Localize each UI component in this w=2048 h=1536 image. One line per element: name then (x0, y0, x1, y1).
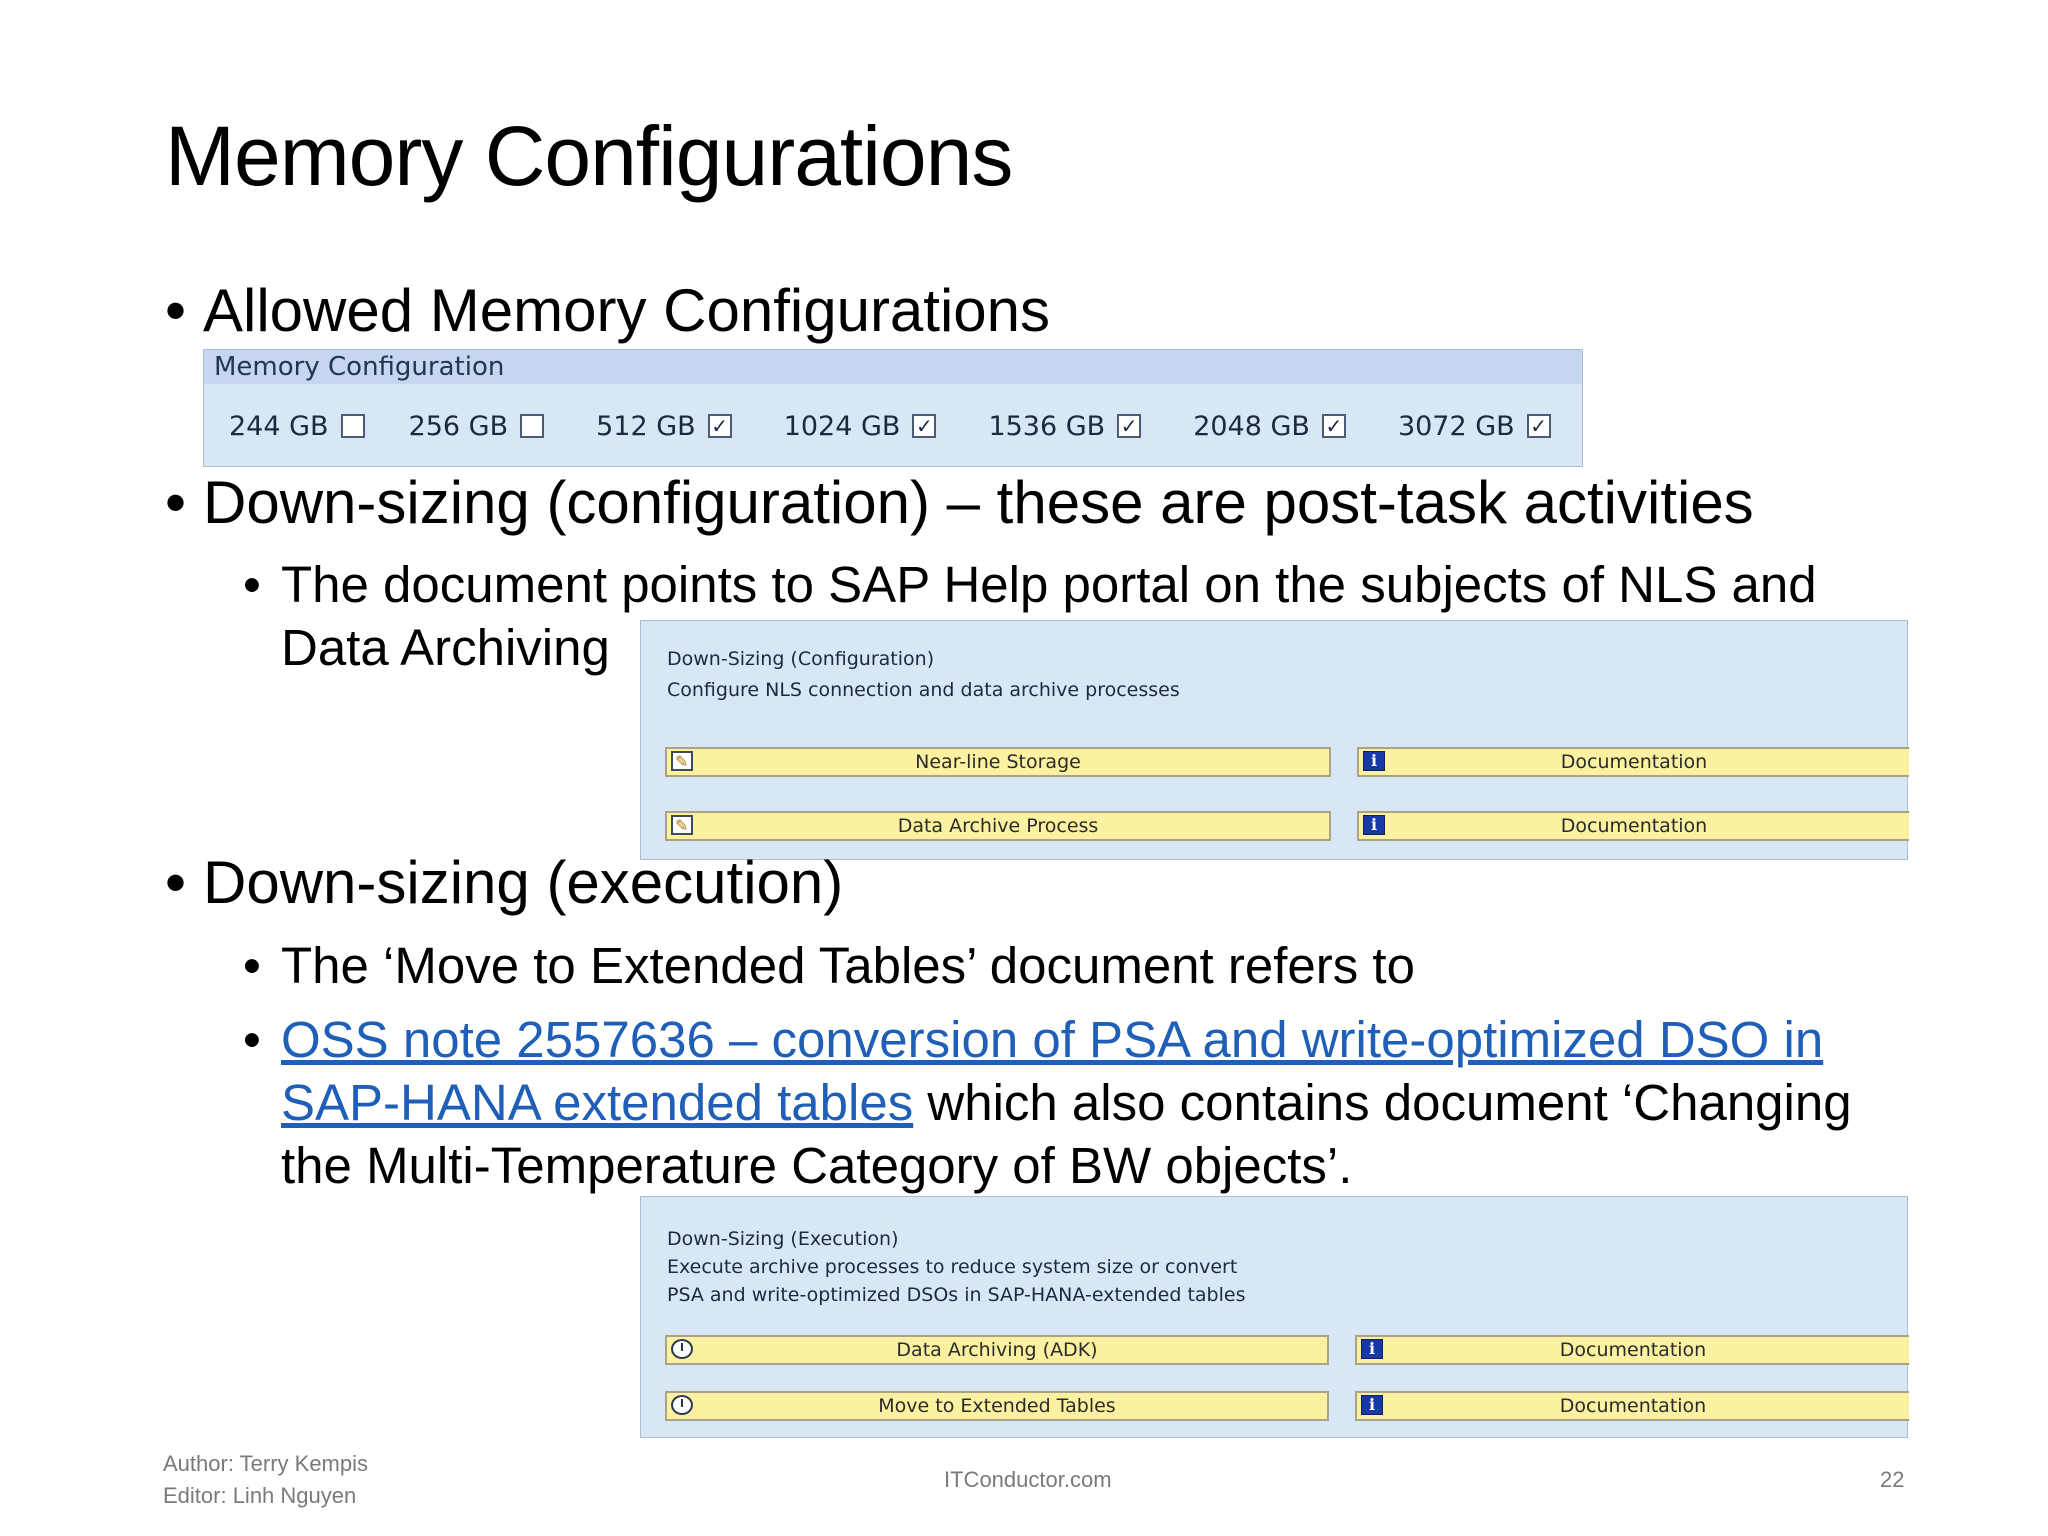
checkbox-checked[interactable]: ✓ (1117, 414, 1142, 438)
execute-clock-icon (671, 1339, 693, 1359)
bullet-text: Allowed Memory Configurations (203, 277, 1051, 344)
checkbox-unchecked[interactable] (340, 414, 365, 438)
documentation-button[interactable]: i Documentation (1355, 1391, 1909, 1421)
bullet-text-cont: Data Archiving (281, 619, 610, 676)
bullet-text: Down-sizing (execution) (203, 849, 844, 916)
bullet-text: which also contains document ‘Changing (913, 1074, 1852, 1131)
memory-option[interactable]: 1024 GB✓ (784, 411, 937, 442)
near-line-storage-button[interactable]: Near-line Storage (665, 747, 1331, 777)
bullet-dot: • (243, 556, 261, 613)
oss-note-link[interactable]: OSS note 2557636 – conversion of PSA and… (281, 1011, 1824, 1068)
downsizing-config-panel: Down-Sizing (Configuration) Configure NL… (640, 620, 1909, 860)
bullet-text-cont: the Multi-Temperature Category of BW obj… (281, 1137, 1353, 1194)
memory-option[interactable]: 256 GB (409, 411, 545, 442)
move-extended-tables-button[interactable]: Move to Extended Tables (665, 1391, 1329, 1421)
panel-heading: Down-Sizing (Execution) (667, 1228, 899, 1250)
memory-option[interactable]: 512 GB✓ (596, 411, 732, 442)
downsizing-exec-panel: Down-Sizing (Execution) Execute archive … (640, 1196, 1909, 1438)
memory-option[interactable]: 3072 GB✓ (1398, 411, 1551, 442)
panel-description: Execute archive processes to reduce syst… (667, 1256, 1238, 1278)
footer-editor: Editor: Linh Nguyen (163, 1483, 357, 1508)
sub-bullet-oss-note: • OSS note 2557636 – conversion of PSA a… (243, 1008, 1981, 1197)
memory-option[interactable]: 2048 GB✓ (1193, 411, 1346, 442)
panel-heading: Down-Sizing (Configuration) (667, 648, 935, 670)
edit-icon (671, 749, 693, 775)
bullet-downsizing-exec: • Down-sizing (execution) (165, 849, 844, 916)
documentation-button[interactable]: i Documentation (1357, 811, 1909, 841)
panel-description: Configure NLS connection and data archiv… (667, 679, 1180, 701)
footer-credits: Author: Terry Kempis Editor: Linh Nguyen (163, 1448, 368, 1512)
bullet-dot: • (165, 277, 187, 344)
edit-icon (671, 813, 693, 839)
bullet-dot: • (243, 1011, 261, 1068)
checkbox-checked[interactable]: ✓ (912, 414, 937, 438)
checkbox-checked[interactable]: ✓ (1526, 414, 1551, 438)
execute-clock-icon (671, 1395, 693, 1415)
footer-site: ITConductor.com (944, 1467, 1112, 1492)
panel-description: PSA and write-optimized DSOs in SAP-HANA… (667, 1284, 1246, 1306)
slide-title: Memory Configurations (165, 109, 1013, 203)
bullet-allowed-memory: • Allowed Memory Configurations (165, 277, 1051, 344)
documentation-button[interactable]: i Documentation (1355, 1335, 1909, 1365)
bullet-downsizing-config: • Down-sizing (configuration) – these ar… (165, 469, 1754, 536)
bullet-dot: • (243, 937, 261, 994)
data-archive-process-button[interactable]: Data Archive Process (665, 811, 1331, 841)
info-icon: i (1361, 1339, 1383, 1359)
documentation-button[interactable]: i Documentation (1357, 747, 1909, 777)
bullet-dot: • (165, 469, 187, 536)
memory-options-row: 244 GB 256 GB 512 GB✓ 1024 GB✓ 1536 GB✓ … (204, 384, 1582, 468)
memory-option[interactable]: 244 GB (229, 411, 365, 442)
checkbox-unchecked[interactable] (520, 414, 545, 438)
footer-author: Author: Terry Kempis (163, 1451, 369, 1476)
bullet-text: The ‘Move to Extended Tables’ document r… (281, 937, 1415, 994)
checkbox-checked[interactable]: ✓ (1321, 414, 1346, 438)
checkbox-checked[interactable]: ✓ (707, 414, 732, 438)
data-archiving-adk-button[interactable]: Data Archiving (ADK) (665, 1335, 1329, 1365)
oss-note-link-cont[interactable]: SAP-HANA extended tables (281, 1074, 914, 1131)
memory-config-panel: Memory Configuration 244 GB 256 GB 512 G… (203, 349, 1583, 467)
sub-bullet-move-tables: • The ‘Move to Extended Tables’ document… (243, 934, 1981, 997)
info-icon: i (1363, 751, 1385, 771)
sub-bullet-help-portal: • The document points to SAP Help portal… (243, 553, 1931, 679)
bullet-text: The document points to SAP Help portal o… (281, 556, 1817, 613)
bullet-text: Down-sizing (configuration) – these are … (203, 469, 1754, 536)
info-icon: i (1361, 1395, 1383, 1415)
memory-config-header: Memory Configuration (204, 350, 1582, 384)
memory-option[interactable]: 1536 GB✓ (988, 411, 1142, 442)
page-number: 22 (1880, 1467, 1905, 1492)
info-icon: i (1363, 815, 1385, 835)
bullet-dot: • (165, 849, 187, 916)
